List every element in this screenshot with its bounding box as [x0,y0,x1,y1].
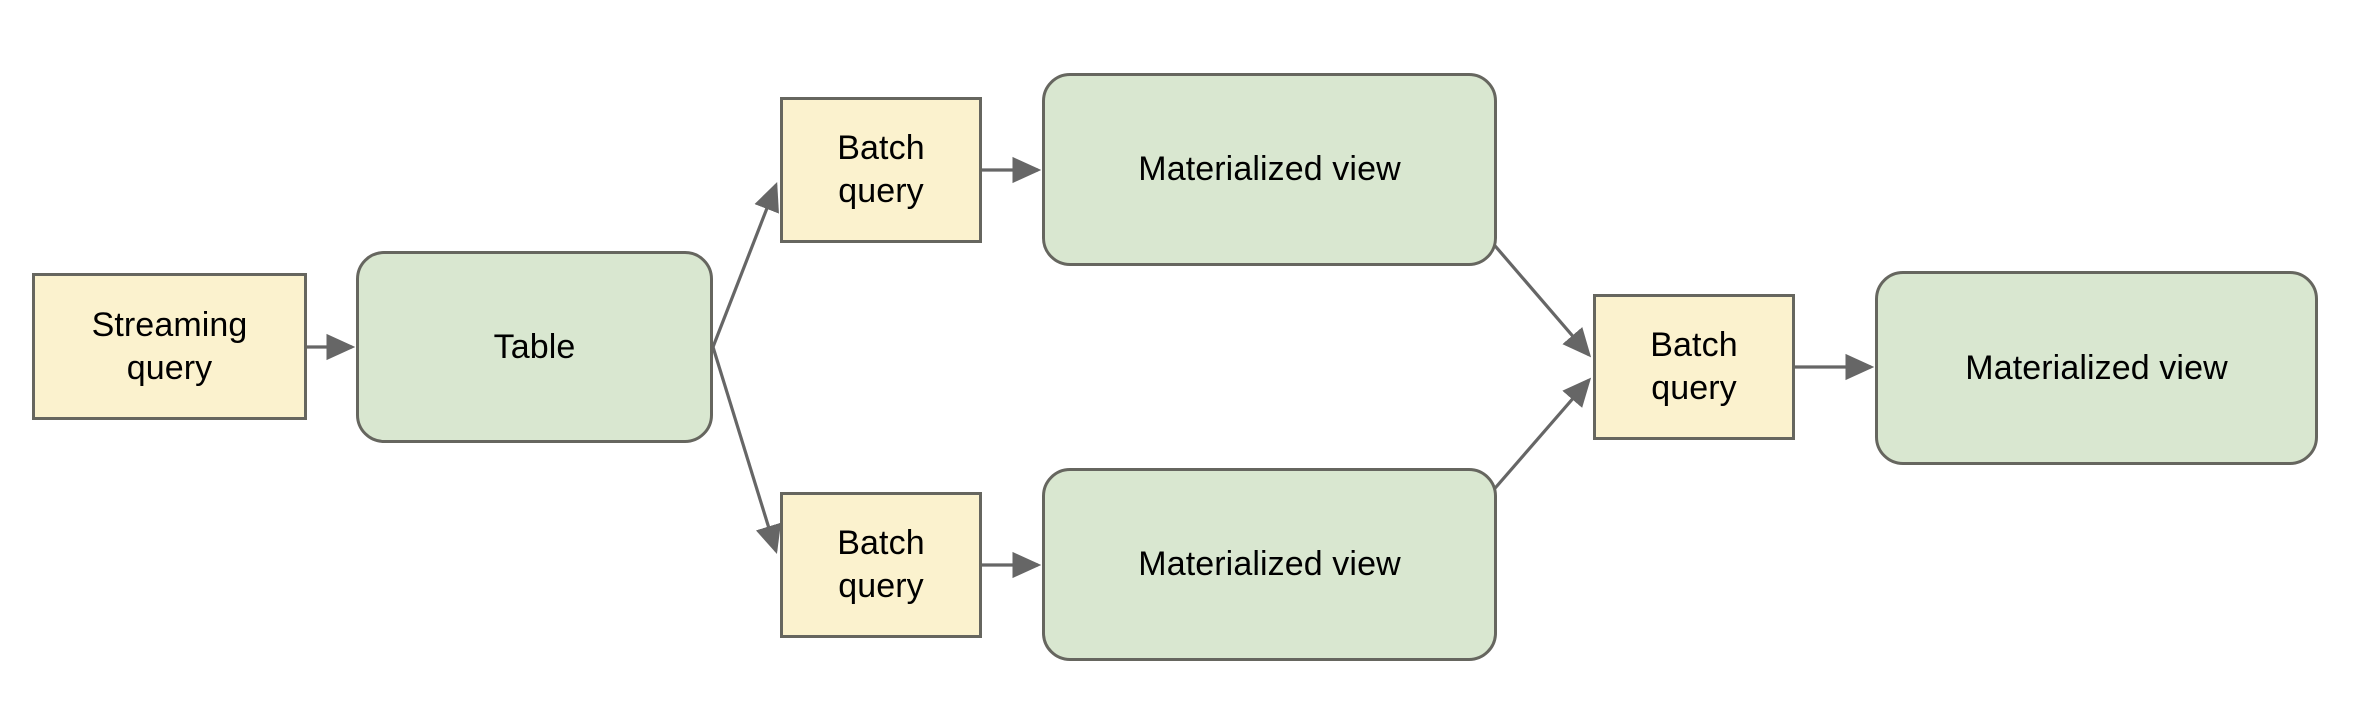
node-label: Table [493,327,576,366]
node-streaming-query[interactable]: Streaming query [32,273,307,420]
node-label: Materialized view [1138,150,1401,189]
edges-group [307,156,1875,579]
node-label: Batch query [1650,326,1738,407]
node-label: Materialized view [1138,545,1401,584]
node-table[interactable]: Table [356,251,713,443]
node-materialized-view-bottom[interactable]: Materialized view [1042,468,1497,661]
node-label: Batch query [837,129,925,210]
node-batch-query-top[interactable]: Batch query [780,97,982,243]
node-label: Streaming query [91,305,248,387]
node-batch-query-bottom[interactable]: Batch query [780,492,982,638]
edge-table-to-batch-top [711,182,779,348]
node-label: Materialized view [1965,348,2228,387]
edge-mv-top-to-batch-final [1488,238,1592,358]
node-materialized-view-top[interactable]: Materialized view [1042,73,1497,266]
edge-table-to-batch-bottom [711,346,781,555]
node-label: Batch query [837,524,925,605]
edge-mv-bottom-to-batch-final [1488,377,1592,496]
node-materialized-view-final[interactable]: Materialized view [1875,271,2318,465]
node-batch-query-final[interactable]: Batch query [1593,294,1795,440]
